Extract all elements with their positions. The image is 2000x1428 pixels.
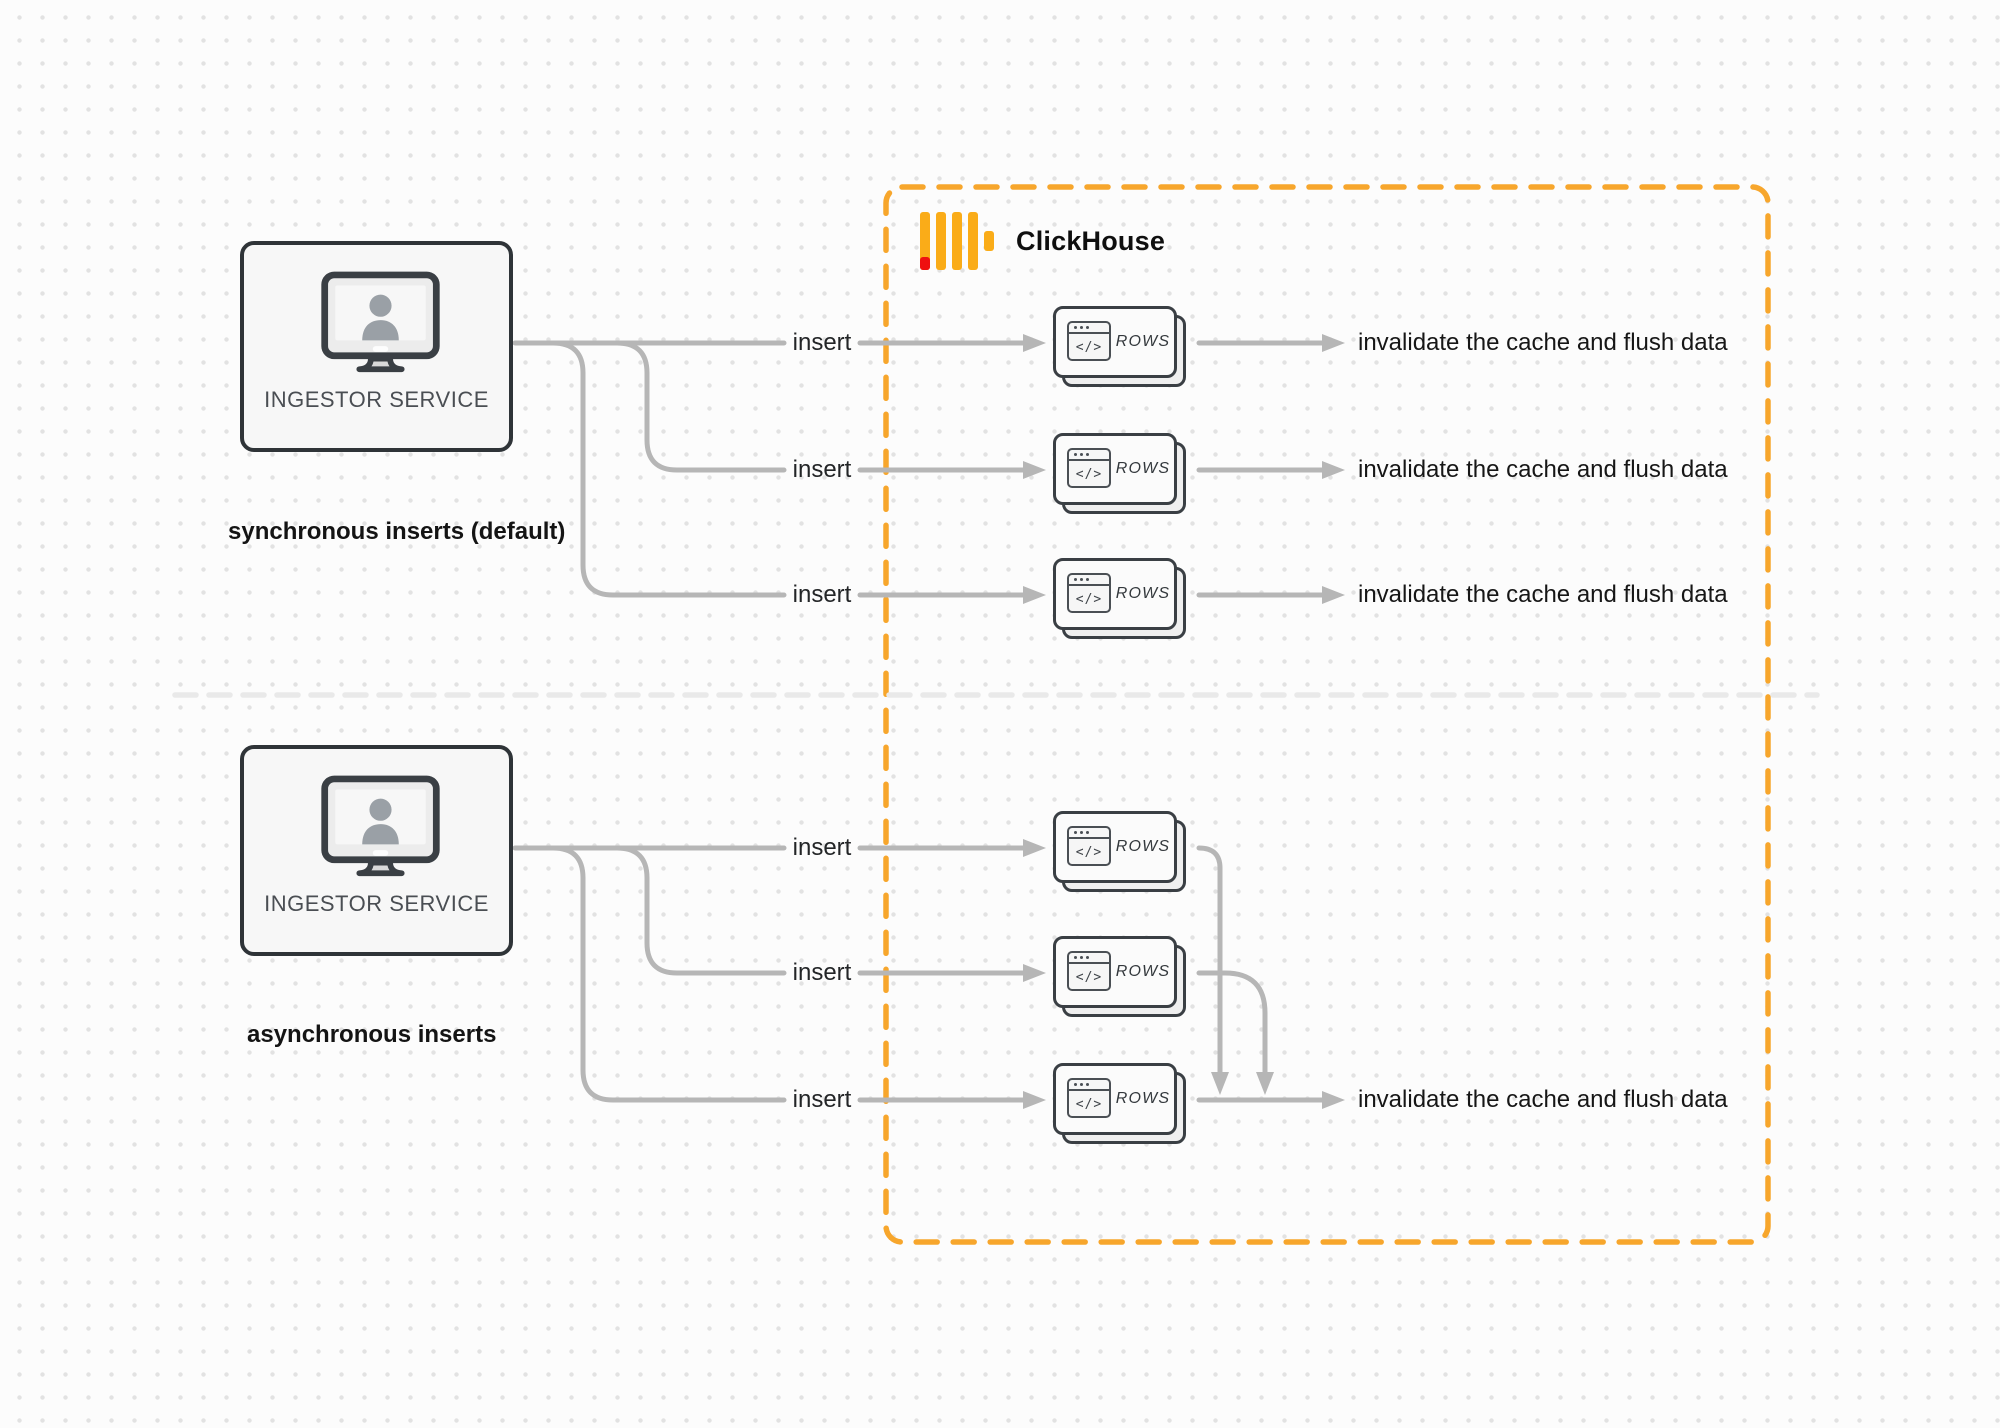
code-window-icon: </> xyxy=(1067,1078,1111,1118)
code-window-icon: </> xyxy=(1067,951,1111,991)
window-dots-icon xyxy=(1074,1083,1077,1086)
code-glyph: </> xyxy=(1075,1096,1103,1112)
insert-label: insert xyxy=(792,834,852,861)
rows-card-front: </> ROWS xyxy=(1053,1063,1177,1135)
sync-caption: synchronous inserts (default) xyxy=(228,518,566,545)
insert-label: insert xyxy=(792,1086,852,1113)
arrowhead-right-icon xyxy=(1322,586,1345,604)
insert-label: insert xyxy=(792,456,852,483)
rows-card: </> ROWS xyxy=(1053,1063,1186,1144)
clickhouse-logo: ClickHouse xyxy=(920,212,1165,270)
rows-card: </> ROWS xyxy=(1053,811,1186,892)
ingestor-service-label: INGESTOR SERVICE xyxy=(264,387,489,412)
arrowhead-down-icon xyxy=(1211,1072,1229,1095)
monitor-user-icon xyxy=(321,271,440,373)
sync-line-row3 xyxy=(550,340,787,598)
insert-label: insert xyxy=(792,959,852,986)
ingestor-service-box-async: INGESTOR SERVICE xyxy=(240,745,513,956)
arrowhead-right-icon xyxy=(1023,586,1046,604)
code-glyph: </> xyxy=(1075,969,1103,985)
rows-label: ROWS xyxy=(1115,460,1171,477)
async-merge-line-2 xyxy=(1196,970,1268,1075)
sync-line-row2 xyxy=(614,340,787,473)
ingestor-service-label: INGESTOR SERVICE xyxy=(264,891,489,916)
insert-label: insert xyxy=(792,329,852,356)
window-titlebar xyxy=(1069,953,1109,964)
arrowhead-right-icon xyxy=(1322,334,1345,352)
code-window-icon: </> xyxy=(1067,448,1111,488)
window-titlebar xyxy=(1069,450,1109,461)
rows-card: </> ROWS xyxy=(1053,558,1186,639)
window-dots-icon xyxy=(1074,578,1077,581)
window-dots-icon xyxy=(1074,326,1077,329)
window-titlebar xyxy=(1069,1080,1109,1091)
clickhouse-bars-icon xyxy=(920,212,994,270)
window-dots-icon xyxy=(1074,453,1077,456)
arrowhead-right-icon xyxy=(1023,839,1046,857)
arrowhead-right-icon xyxy=(1322,1091,1345,1109)
arrowhead-right-icon xyxy=(1023,461,1046,479)
rows-card: </> ROWS xyxy=(1053,433,1186,514)
arrowhead-down-icon xyxy=(1256,1072,1274,1095)
async-line-row2 xyxy=(614,845,787,976)
code-glyph: </> xyxy=(1075,844,1103,860)
insert-label: insert xyxy=(792,581,852,608)
result-label: invalidate the cache and flush data xyxy=(1358,456,1728,483)
window-dots-icon xyxy=(1074,831,1077,834)
rows-card-front: </> ROWS xyxy=(1053,936,1177,1008)
ingestor-service-box-sync: INGESTOR SERVICE xyxy=(240,241,513,452)
rows-label: ROWS xyxy=(1115,838,1171,855)
rows-card-front: </> ROWS xyxy=(1053,433,1177,505)
async-caption: asynchronous inserts xyxy=(247,1021,497,1048)
rows-card-front: </> ROWS xyxy=(1053,306,1177,378)
code-window-icon: </> xyxy=(1067,826,1111,866)
code-glyph: </> xyxy=(1075,339,1103,355)
arrowhead-right-icon xyxy=(1322,461,1345,479)
code-window-icon: </> xyxy=(1067,321,1111,361)
rows-card-front: </> ROWS xyxy=(1053,811,1177,883)
code-glyph: </> xyxy=(1075,591,1103,607)
code-window-icon: </> xyxy=(1067,573,1111,613)
arrowhead-right-icon xyxy=(1023,964,1046,982)
clickhouse-boundary xyxy=(883,184,1771,1245)
async-merge-line-1 xyxy=(1196,845,1223,1075)
rows-label: ROWS xyxy=(1115,333,1171,350)
clickhouse-label: ClickHouse xyxy=(1016,225,1166,256)
window-titlebar xyxy=(1069,323,1109,334)
arrowhead-right-icon xyxy=(1023,1091,1046,1109)
window-dots-icon xyxy=(1074,956,1077,959)
arrowhead-right-icon xyxy=(1023,334,1046,352)
rows-label: ROWS xyxy=(1115,1090,1171,1107)
rows-label: ROWS xyxy=(1115,963,1171,980)
result-label: invalidate the cache and flush data xyxy=(1358,581,1728,608)
result-label: invalidate the cache and flush data xyxy=(1358,329,1728,356)
code-glyph: </> xyxy=(1075,466,1103,482)
monitor-user-icon xyxy=(321,775,440,877)
rows-card: </> ROWS xyxy=(1053,936,1186,1017)
window-titlebar xyxy=(1069,575,1109,586)
rows-card: </> ROWS xyxy=(1053,306,1186,387)
result-label: invalidate the cache and flush data xyxy=(1358,1086,1728,1113)
rows-card-front: </> ROWS xyxy=(1053,558,1177,630)
rows-label: ROWS xyxy=(1115,585,1171,602)
async-line-row3 xyxy=(550,845,787,1103)
window-titlebar xyxy=(1069,828,1109,839)
